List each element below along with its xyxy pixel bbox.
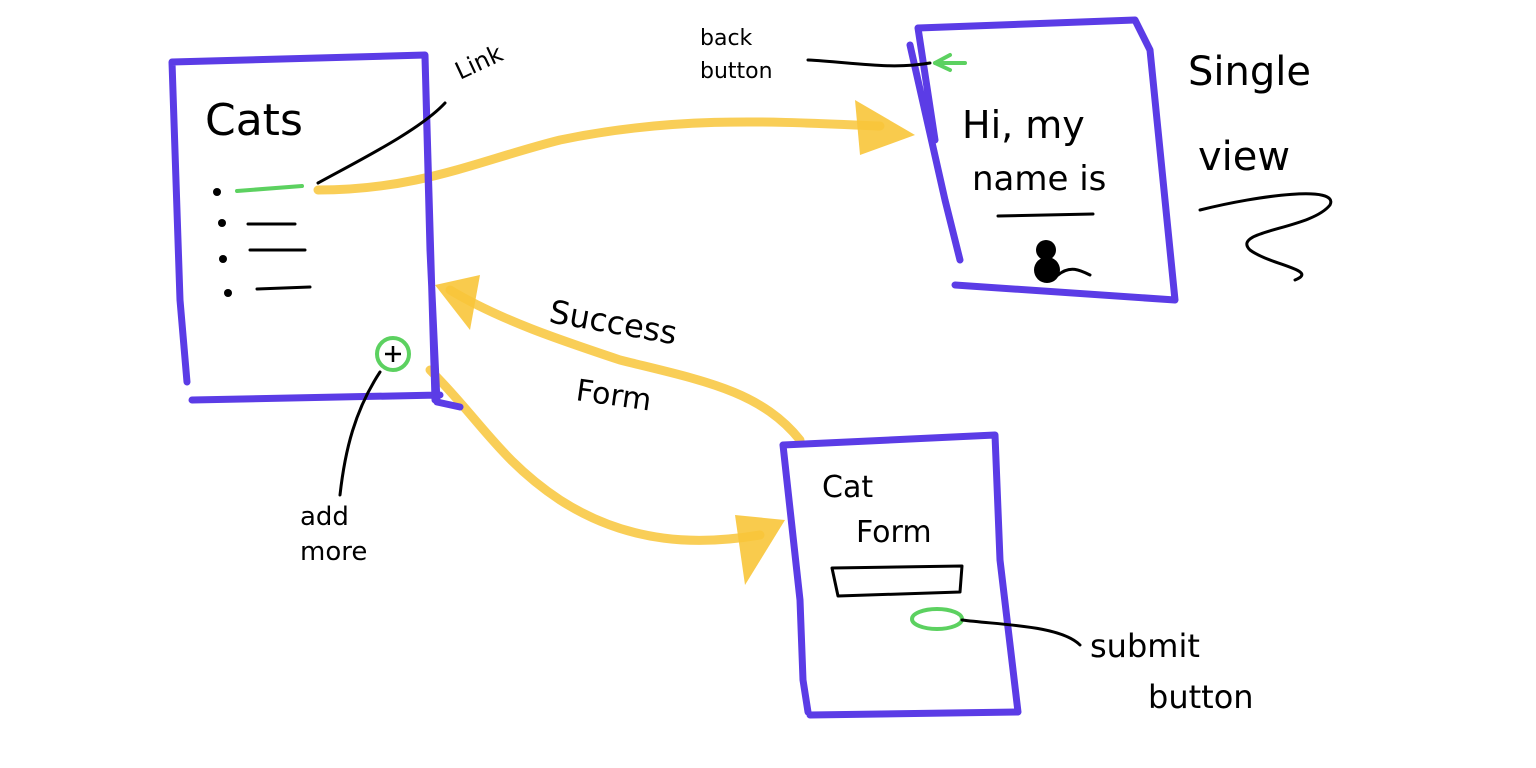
annotation-line xyxy=(806,58,932,68)
back-annotation-line2: button xyxy=(700,59,773,84)
single-view-label-line2: view xyxy=(1198,134,1290,180)
greeting-line1: Hi, my xyxy=(962,103,1085,147)
annotation-line xyxy=(338,370,382,497)
greeting-line2: name is xyxy=(972,159,1106,199)
squiggle xyxy=(1198,192,1333,282)
link-annotation: Link xyxy=(451,39,507,85)
bullet xyxy=(213,188,221,196)
single-view-label-line1: Single xyxy=(1188,49,1311,95)
back-annotation-line1: back xyxy=(700,26,753,51)
name-input[interactable] xyxy=(830,564,964,598)
cat-link[interactable] xyxy=(235,184,304,193)
cats-title: Cats xyxy=(205,95,303,146)
submit-annotation-line2: button xyxy=(1148,678,1254,716)
submit-button[interactable] xyxy=(910,607,964,631)
cats-list-screen: Cats xyxy=(168,51,464,411)
single-view-screen: Hi, my name is xyxy=(906,16,1179,304)
arrow-left-icon[interactable] xyxy=(933,53,967,72)
add-annotation-line2: more xyxy=(300,537,367,567)
list-item[interactable] xyxy=(255,285,312,291)
bullet xyxy=(219,255,227,263)
form-title-line1: Cat xyxy=(822,470,873,505)
annotation-line xyxy=(316,101,447,185)
bullet xyxy=(224,289,232,297)
flow-arrow-to-single-view xyxy=(313,100,915,195)
form-title-line2: Form xyxy=(856,515,932,550)
form-flow-label: Form xyxy=(574,373,654,418)
bullet xyxy=(218,219,226,227)
annotation-line xyxy=(960,618,1082,647)
add-button[interactable] xyxy=(375,336,411,372)
name-blank xyxy=(996,212,1095,218)
cat-form-screen: Cat Form xyxy=(779,431,1022,719)
flow-arrow-success xyxy=(435,275,805,445)
submit-annotation-line1: submit xyxy=(1090,627,1200,665)
cat-icon xyxy=(1034,240,1092,283)
flow-arrow-to-form xyxy=(425,365,785,585)
plus-circle-icon xyxy=(385,346,401,362)
add-annotation-line1: add xyxy=(300,502,349,532)
